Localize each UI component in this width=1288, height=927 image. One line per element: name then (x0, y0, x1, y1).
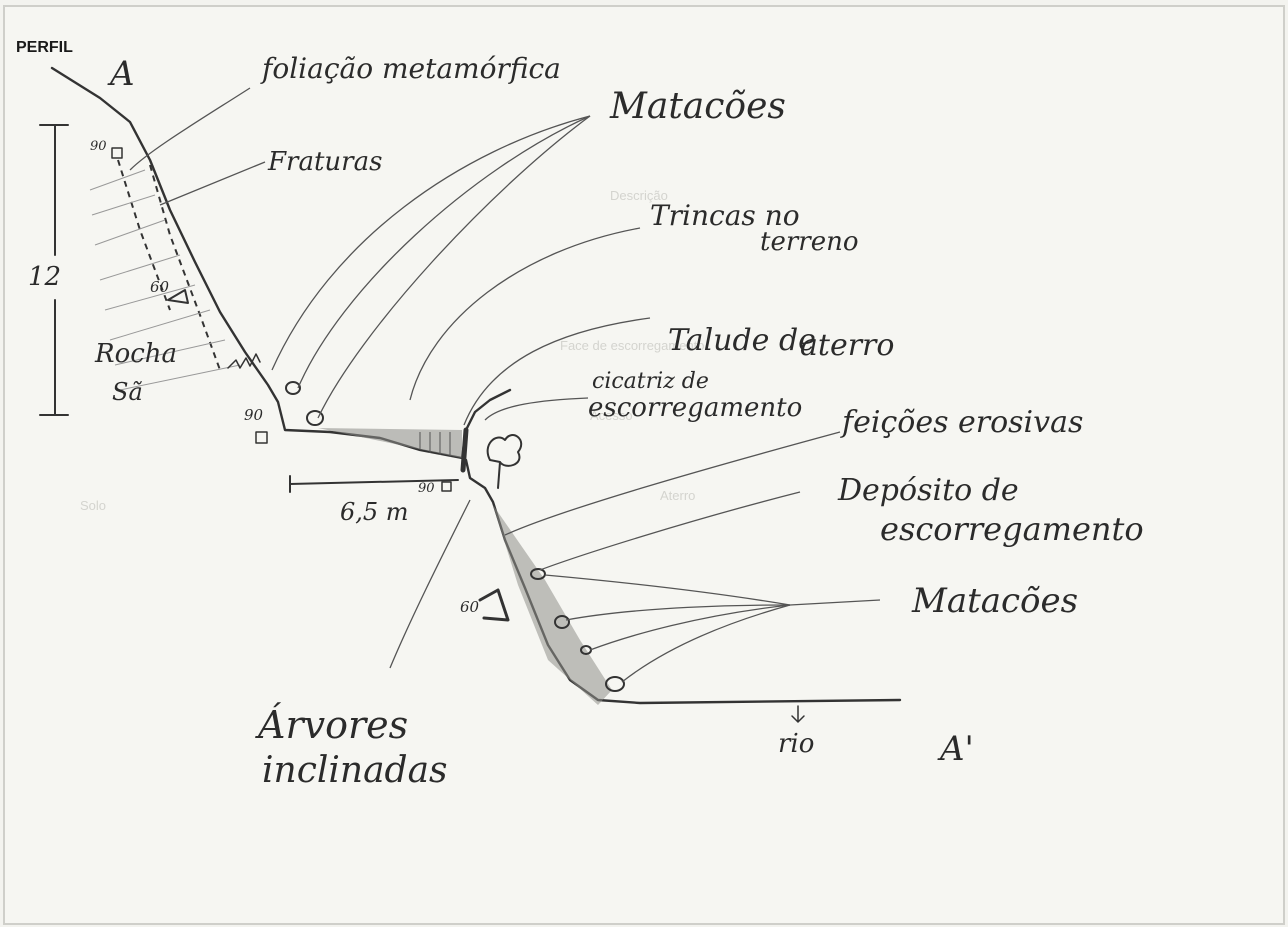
angle-90-toe: 90 (418, 481, 435, 496)
ground-crack-zigzag (227, 353, 261, 369)
label-tilted-trees-1: Árvores (255, 703, 408, 747)
label-fractures: Fraturas (267, 147, 382, 177)
label-fill-slope-2: aterro (800, 328, 894, 363)
label-boulders-bottom: Matacões (911, 581, 1078, 621)
angle-60-upper: 60 (150, 278, 170, 296)
svg-text:Aterro: Aterro (660, 488, 695, 503)
width-dimension (289, 475, 459, 493)
right-angle-icon (441, 481, 452, 492)
svg-text:Solo: Solo (80, 498, 106, 513)
label-foliation: foliação metamórfica (260, 52, 561, 85)
label-erosion-grooves: feições erosivas (840, 405, 1083, 440)
label-scar-1: cicatriz de (592, 369, 709, 394)
fracture-lines (117, 159, 221, 371)
label-ground-cracks-1: Trincas no (650, 199, 800, 232)
label-scar-2: escorregamento (588, 393, 802, 423)
height-value: 12 (28, 262, 61, 292)
paper-border (3, 5, 1285, 925)
angle-triangle-icon (478, 588, 510, 622)
label-sound-rock-1: Rocha (94, 339, 177, 369)
svg-text:Acesso: Acesso (590, 408, 633, 423)
label-sound-rock-2: Sã (112, 378, 143, 406)
angle-90-top: 90 (90, 139, 107, 154)
point-label-start: A (107, 54, 135, 94)
svg-text:Face de escorregamento: Face de escorregamento (560, 338, 705, 353)
label-tilted-trees-2: inclinadas (262, 750, 448, 791)
label-river: rio (778, 729, 814, 759)
angle-90-mid: 90 (244, 406, 264, 424)
svg-text:Descrição: Descrição (610, 188, 668, 203)
fill-slope-lines (419, 432, 451, 457)
width-value: 6,5 m (340, 498, 409, 526)
angle-triangle-icon (167, 289, 189, 304)
profile-tag: PERFIL (16, 39, 73, 56)
tree-icon (486, 434, 523, 489)
angle-60-lower: 60 (460, 598, 480, 616)
height-dimension (39, 124, 69, 416)
right-angle-icon (255, 431, 268, 444)
river-arrow-icon (791, 705, 805, 723)
label-boulders-top: Matacões (609, 86, 786, 127)
slide-deposit-shading (493, 505, 612, 705)
show-through-text: Descrição Face de escorregamento Acesso … (80, 188, 705, 513)
label-fill-slope-1: Talude de (668, 323, 816, 358)
leader-lines (129, 87, 881, 683)
point-label-end: A' (937, 729, 974, 769)
label-slide-deposit-1: Depósito de (837, 473, 1019, 508)
fill-slope-hatch (318, 428, 462, 458)
label-slide-deposit-2: escorregamento (880, 510, 1144, 548)
foliation-lines (89, 169, 241, 391)
label-ground-cracks-2: terreno (760, 227, 858, 257)
right-angle-icon (111, 147, 123, 159)
slide-scar-mark (460, 427, 469, 473)
